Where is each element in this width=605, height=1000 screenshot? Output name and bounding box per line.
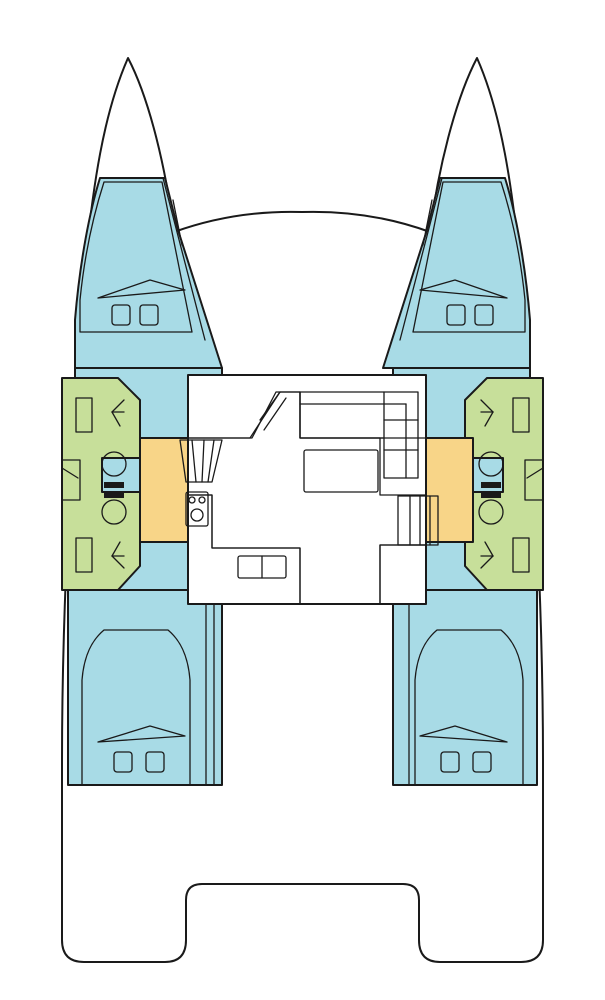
left-forward-pillow-shape <box>97 279 186 299</box>
left-forward-wall <box>162 177 206 341</box>
right-forward-berth <box>412 181 526 333</box>
right-forward-pillow <box>446 304 466 326</box>
burner-icon <box>188 496 196 504</box>
left-aft-berth <box>81 629 191 786</box>
salon-steps-right <box>397 495 439 546</box>
step-line <box>201 439 205 483</box>
galley-steps <box>179 439 223 483</box>
right-side-hatch-line <box>526 467 544 479</box>
salon-table <box>303 449 379 493</box>
left-side-hatch <box>61 459 81 501</box>
right-shower-drain-icon <box>480 399 494 569</box>
right-forward-pillow-shape <box>419 279 508 299</box>
right-forward-pillow <box>474 304 494 326</box>
left-shower-panel <box>75 537 93 573</box>
right-aft-pillow <box>472 751 492 773</box>
galley-counter <box>187 494 301 605</box>
left-shower-drain-icon <box>111 399 125 569</box>
right-aft-berth <box>414 629 524 786</box>
helm-line <box>263 397 287 431</box>
step-line <box>191 439 197 483</box>
right-sink-icon <box>481 482 501 488</box>
left-aft-cabin <box>67 589 223 786</box>
left-toilet-icon <box>101 451 127 477</box>
right-side-hatch <box>524 459 544 501</box>
left-toilet-icon <box>101 499 127 525</box>
burner-icon <box>190 508 204 522</box>
right-aft-pillow <box>440 751 460 773</box>
left-aft-pillow <box>145 751 165 773</box>
left-forward-pillow <box>111 304 131 326</box>
helm-line <box>259 391 281 421</box>
right-sink-icon <box>481 492 501 498</box>
left-aft-pillow <box>113 751 133 773</box>
right-forward-wall <box>399 177 443 341</box>
right-toilet-icon <box>478 451 504 477</box>
right-forward-wall <box>422 199 433 246</box>
right-shower-panel <box>512 537 530 573</box>
left-shower-panel <box>75 397 93 433</box>
right-toilet-icon <box>478 499 504 525</box>
left-forward-pillow <box>139 304 159 326</box>
salon-outline <box>187 374 427 605</box>
left-aft-pillow-shape <box>97 725 186 743</box>
right-shower-panel <box>512 397 530 433</box>
left-forward-wall <box>172 199 183 246</box>
left-side-hatch-line <box>61 467 79 479</box>
left-forward-berth <box>79 181 193 333</box>
left-sink-icon <box>104 482 124 488</box>
salon <box>179 374 439 605</box>
step-line <box>207 439 215 483</box>
stovetop-icon <box>185 491 209 527</box>
right-aft-pillow-shape <box>419 725 508 743</box>
burner-icon <box>198 496 206 504</box>
salon-aft-locker <box>379 544 427 605</box>
salon-sofa <box>299 391 419 479</box>
left-sink-icon <box>104 492 124 498</box>
